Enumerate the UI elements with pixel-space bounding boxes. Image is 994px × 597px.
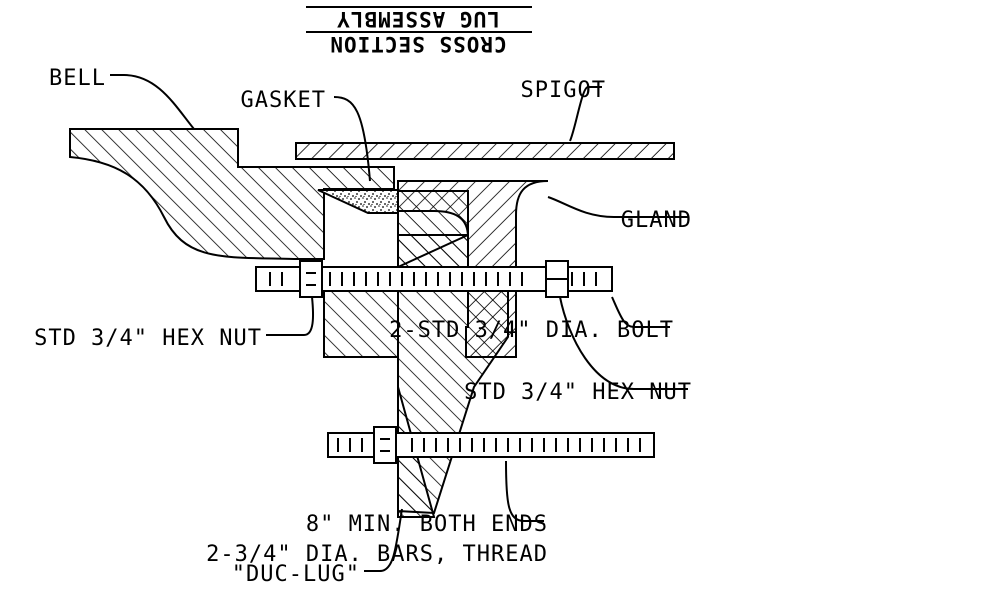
duc-lug-leader [364,508,403,572]
bars-label-line-2: 8" MIN. BOTH ENDS [306,512,548,537]
title-block: CROSS SECTION LUG ASSEMBLY [306,6,532,56]
duc-lug-label: "DUC-LUG" [232,562,360,587]
bolt-leader [611,296,670,328]
bolt-label: 2-STD 3/4" DIA. BOLT [389,318,674,343]
bars-label-line-1: 2-3/4" DIA. BARS, THREAD [206,542,548,567]
gasket [317,189,399,214]
title-line-2: LUG ASSEMBLY [336,7,500,31]
bell-label: BELL [49,66,106,91]
spigot-leader [569,86,602,142]
spigot-wall [295,142,675,160]
gland-leader [547,196,688,218]
bars-leader [505,460,544,522]
spigot-label: SPIGOT [521,78,606,103]
hex-nut-right-label: STD 3/4" HEX NUT [464,380,692,405]
hex-nut-left [299,260,323,298]
hex-nut-left-label: STD 3/4" HEX NUT [34,326,262,351]
labels: BELL GASKET SPIGOT GLAND 2-STD 3/4" DIA.… [34,66,692,587]
hex-nut-left-leader [266,296,314,336]
gasket-label: GASKET [241,88,326,113]
bell-section [69,128,395,260]
bar-nut [373,426,397,464]
bar-threads [337,438,641,452]
bolt-threads [269,272,597,286]
bell-leader [110,74,195,130]
gasket-leader [333,96,371,182]
hex-nut-right-leader [559,296,688,390]
gland-label: GLAND [621,208,692,233]
title-line-1: CROSS SECTION [329,32,506,56]
